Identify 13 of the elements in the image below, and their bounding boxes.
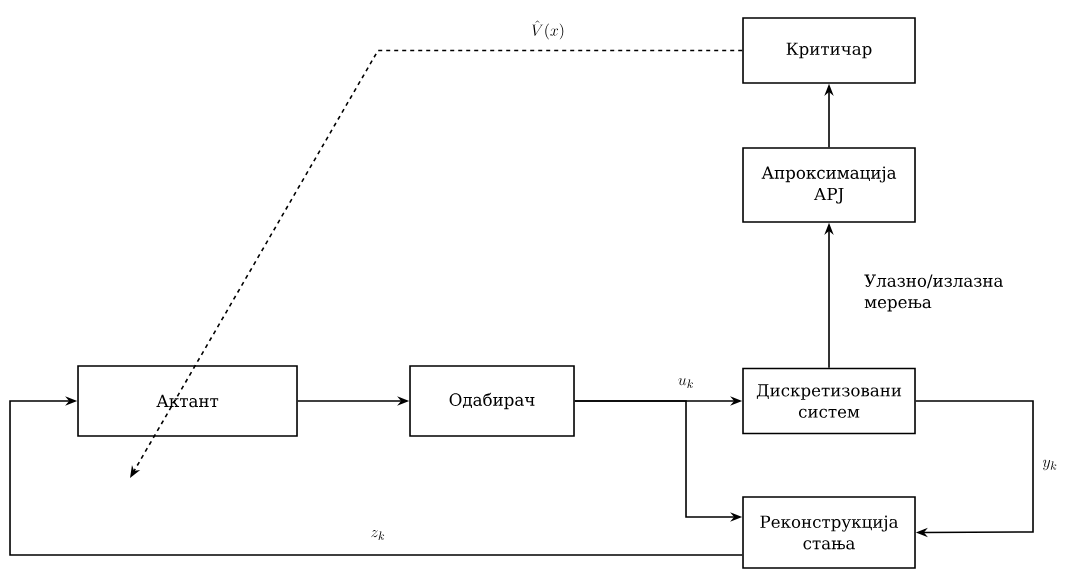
process-box: Одабирач [409,365,575,437]
arrow [9,396,743,556]
edge-label: $\hat{V}(x)$ [532,20,564,40]
process-box: Актант [77,365,298,437]
edge-label: $z_k$ [371,530,385,540]
process-box: Апроксимација АРЈ [742,147,916,223]
arrow [915,400,1034,538]
edge-label: $y_k$ [1042,459,1057,471]
edge-label: $u_k$ [678,378,693,388]
process-box: Дискретизовани систем [742,367,916,435]
process-box: Критичар [742,17,916,84]
edge-label: Улазно/излазна мерења [864,274,1003,312]
process-box: Реконструкција стања [742,496,916,569]
